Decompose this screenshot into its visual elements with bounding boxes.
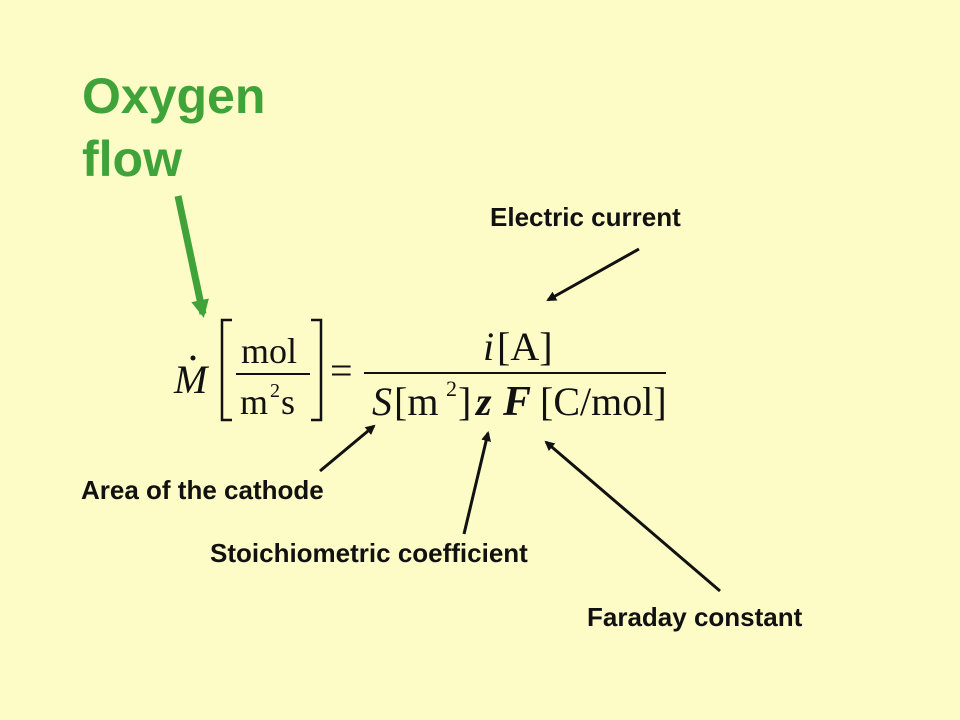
lhs-unit-numerator: mol — [241, 331, 297, 371]
lhs-unit-den-exp: 2 — [270, 380, 280, 402]
faraday-symbol: F — [502, 379, 531, 425]
label-electric-current: Electric current — [490, 202, 681, 232]
label-stoichiometric-coefficient: Stoichiometric coefficient — [210, 538, 528, 568]
lhs-unit-den-s: s — [281, 382, 295, 422]
oxygen-flow-arrow — [174, 195, 209, 318]
numerator-current-symbol: i — [483, 324, 494, 369]
flux-dot — [190, 355, 196, 361]
faraday-unit: [C/mol] — [540, 379, 667, 424]
label-faraday-constant: Faraday constant — [587, 602, 803, 632]
electric-current-arrow — [546, 247, 640, 302]
title-line-oxygen: Oxygen — [82, 68, 266, 124]
lhs-unit-den-m: m — [240, 382, 268, 422]
numerator-unit: [A] — [497, 324, 553, 369]
faraday-arrow — [544, 440, 721, 593]
lhs-bracket-right — [311, 318, 323, 422]
lhs-bracket-left — [220, 318, 232, 422]
denominator-area-unit-exp: 2 — [446, 376, 457, 401]
equals-sign: = — [330, 348, 353, 393]
denominator-area-symbol: S — [372, 379, 392, 424]
area-cathode-arrow — [319, 424, 376, 473]
denominator-area-unit-open: [m — [394, 379, 438, 424]
denominator-area-unit-close: ] — [458, 379, 471, 424]
title-line-flow: flow — [82, 131, 182, 187]
stoichiometric-symbol: z — [474, 379, 492, 424]
label-area-cathode: Area of the cathode — [81, 475, 324, 505]
stoichiometric-arrow — [462, 431, 492, 535]
lhs-symbol: M — [173, 357, 210, 402]
